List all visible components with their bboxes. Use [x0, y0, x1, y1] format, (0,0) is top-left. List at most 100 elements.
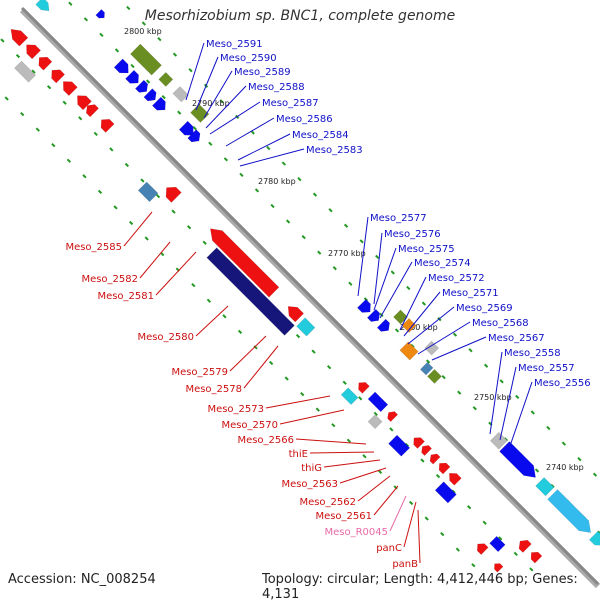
tick-mark [99, 32, 104, 37]
forward-gene-shape [151, 96, 166, 111]
tick-mark [206, 298, 212, 303]
forward-gene-label: Meso_2577 [370, 213, 427, 224]
forward-gene-label-leader [237, 133, 291, 161]
forward-gene [376, 318, 390, 332]
forward-gene-shape [143, 88, 157, 102]
forward-gene [535, 477, 555, 497]
reverse-gene-label: panC [376, 543, 402, 554]
tick-mark [0, 38, 5, 43]
forward-gene-shape [547, 489, 592, 533]
tick-mark [534, 468, 540, 473]
forward-gene-shape [35, 0, 50, 12]
forward-gene-label: Meso_2567 [488, 333, 545, 344]
tick-mark [177, 110, 182, 115]
tick-mark [515, 394, 520, 400]
forward-gene-label-leader [195, 56, 219, 111]
reverse-gene [340, 387, 359, 406]
tick-mark [237, 329, 243, 334]
forward-gene-label-leader [379, 261, 413, 319]
reverse-gene-shape [165, 186, 182, 203]
reverse-gene-label: Meso_2570 [221, 420, 278, 431]
reverse-gene-label-leader [123, 211, 153, 247]
forward-gene [95, 9, 105, 19]
reverse-gene-label: Meso_2562 [299, 497, 356, 508]
forward-gene-label: Meso_2576 [384, 229, 441, 240]
forward-gene [172, 86, 189, 103]
forward-gene-label-leader [489, 351, 503, 435]
forward-gene [135, 79, 149, 93]
reverse-gene-shape [477, 543, 489, 555]
reverse-gene [530, 551, 543, 564]
tick-mark [191, 283, 196, 288]
forward-gene [366, 308, 380, 322]
genome-title: Mesorhizobium sp. BNC1, complete genome [144, 8, 456, 24]
tick-mark [172, 52, 178, 57]
tick-mark [389, 427, 394, 432]
tick-mark [208, 141, 213, 146]
tick-mark [157, 36, 162, 42]
forward-gene [401, 318, 417, 333]
tick-mark [20, 111, 25, 117]
forward-gene-shape [366, 308, 380, 322]
tick-mark [406, 285, 411, 291]
tick-mark [141, 21, 146, 26]
reverse-gene-label-leader [403, 501, 417, 548]
tick-mark [186, 225, 192, 230]
reverse-gene [51, 69, 66, 84]
reverse-gene-shape [358, 382, 370, 394]
forward-gene [158, 71, 174, 87]
reverse-gene-shape [388, 434, 411, 457]
tick-mark [435, 473, 441, 479]
reverse-gene-shape [206, 247, 295, 336]
forward-gene-shape [489, 431, 508, 450]
tick-mark [114, 48, 120, 53]
reverse-gene-shape [530, 551, 543, 564]
tick-mark [155, 193, 161, 199]
forward-gene-label: Meso_2575 [398, 244, 455, 255]
tick-mark [113, 205, 118, 210]
reverse-gene [358, 382, 370, 394]
tick-mark [529, 567, 534, 572]
reverse-gene-label: thiG [301, 463, 322, 474]
reverse-gene-shape [340, 387, 359, 406]
forward-gene-label: Meso_2590 [220, 53, 277, 64]
reverse-gene [100, 119, 115, 133]
reverse-gene-label-leader [373, 485, 399, 516]
tick-mark [15, 53, 21, 59]
tick-mark [97, 189, 103, 194]
forward-gene-shape [135, 79, 149, 93]
tick-mark [315, 407, 320, 412]
tick-mark [161, 94, 166, 100]
tick-mark [327, 365, 332, 370]
reverse-gene [287, 306, 305, 323]
tick-mark [561, 441, 567, 446]
tick-mark [390, 270, 395, 275]
tick-mark [440, 531, 445, 537]
forward-gene [424, 340, 440, 356]
tick-mark [358, 396, 363, 401]
forward-gene-shape [130, 43, 162, 76]
reverse-gene-shape [100, 119, 115, 133]
forward-gene-label: Meso_2589 [234, 67, 291, 78]
tick-mark [592, 472, 598, 477]
reverse-gene-label-leader [389, 495, 407, 532]
tick-mark [311, 349, 316, 354]
kbp-label: 2750 kbp [474, 393, 512, 402]
forward-gene-label-leader [357, 216, 369, 297]
forward-gene [419, 361, 434, 376]
forward-gene-label-leader [509, 381, 533, 447]
reverse-gene-shape [77, 95, 92, 111]
tick-mark [188, 68, 193, 73]
tick-mark [78, 116, 83, 121]
tick-mark [93, 131, 98, 136]
reverse-gene [26, 44, 41, 60]
reverse-gene-label-leader [243, 345, 279, 389]
tick-mark [68, 1, 73, 6]
reverse-gene [10, 28, 29, 47]
forward-gene [143, 88, 157, 102]
tick-mark [219, 99, 224, 104]
reverse-gene [367, 391, 389, 413]
forward-gene-label-leader [225, 117, 275, 147]
reverse-gene-label: panB [392, 559, 418, 570]
reverse-gene [494, 563, 504, 573]
